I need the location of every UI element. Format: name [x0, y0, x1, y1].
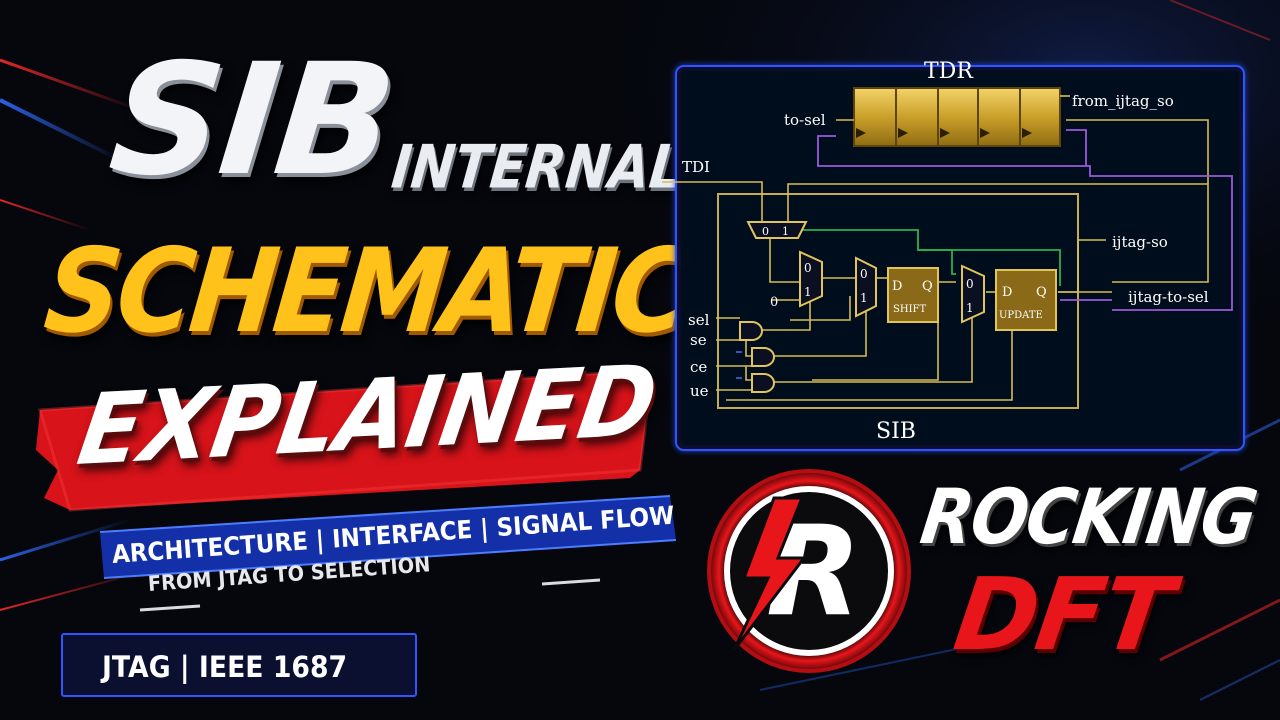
headline-explained: EXPLAINED: [70, 344, 665, 488]
shift-mux-b-label-1: 1: [860, 291, 868, 305]
update-flop: [995, 269, 1057, 331]
shift-flop-d: D: [892, 279, 902, 294]
and-gate-1: [739, 321, 763, 341]
shift-flop-q: Q: [922, 279, 933, 294]
update-mux-label-0: 0: [966, 277, 974, 291]
tdi-label: TDI: [682, 158, 710, 176]
sel-label: sel: [688, 311, 710, 329]
sib-schematic-diagram: 0 1 0 1 0 1 0 1 D Q SHIFT D Q UPDATE TDR…: [662, 59, 1245, 451]
standards-text: JTAG | IEEE 1687: [102, 650, 348, 684]
shift-mux-a: [799, 250, 823, 308]
headline-schematic: SCHEMATIC: [38, 224, 693, 359]
shift-mux-b: [855, 256, 877, 318]
red-brush-banner: [36, 372, 650, 510]
se-label: se: [690, 331, 707, 349]
headline-sib: SIB: [102, 31, 402, 210]
brand-dft: DFT: [947, 556, 1178, 673]
update-flop-name: UPDATE: [999, 310, 1043, 321]
update-flop-q: Q: [1036, 285, 1047, 300]
brand-rocking: ROCKING: [915, 472, 1261, 561]
sib-frame: [717, 193, 1079, 409]
input-mux: [746, 221, 808, 239]
shift-mux-b-label-0: 0: [860, 267, 868, 281]
ue-label: ue: [690, 382, 709, 400]
update-mux: [961, 264, 985, 324]
to-sel-label: to-sel: [784, 111, 826, 129]
update-mux-label-1: 1: [966, 301, 974, 315]
lightning-bolt-icon: [732, 496, 808, 651]
rocking-dft-logo: R: [707, 469, 911, 673]
sib-title: SIB: [876, 419, 916, 444]
standards-box: [61, 633, 417, 697]
ce-label: ce: [690, 358, 707, 376]
tdr-title: TDR: [924, 59, 974, 84]
headline-internal: INTERNAL: [388, 133, 687, 203]
shift-flop-name: SHIFT: [893, 304, 926, 315]
shift-flop: [887, 267, 939, 323]
shift-mux-a-label-0: 0: [804, 261, 812, 275]
zero-input-label: 0: [770, 295, 778, 310]
and-gate-2: [751, 347, 775, 367]
input-mux-label-1: 1: [782, 225, 789, 238]
shift-mux-a-label-1: 1: [804, 285, 812, 299]
update-flop-d: D: [1002, 285, 1012, 300]
from-ijtag-so-label: from_ijtag_so: [1072, 92, 1174, 110]
ijtag-so-label: ijtag-so: [1112, 233, 1168, 251]
ijtag-to-sel-label: ijtag-to-sel: [1128, 288, 1209, 306]
tdr-register: [853, 87, 1061, 147]
input-mux-label-0: 0: [762, 225, 769, 238]
blue-topic-banner: [100, 496, 676, 578]
and-gate-3: [751, 373, 775, 393]
